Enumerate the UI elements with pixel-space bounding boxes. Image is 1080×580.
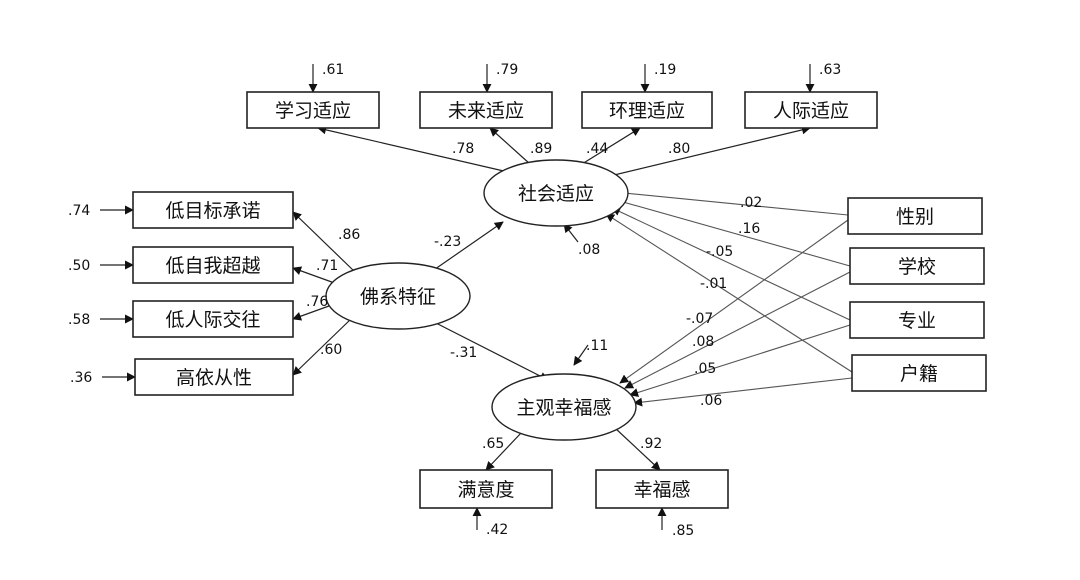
box-direnji xyxy=(132,300,294,338)
path-arrow-foxi-zhuguan xyxy=(429,319,549,381)
control-value-zhuanye-shehui: -.05 xyxy=(706,244,733,260)
label-foxi: 佛系特征 xyxy=(360,286,436,308)
error-value-gaoyi: .36 xyxy=(70,370,92,386)
loading-value-dimubiao: .86 xyxy=(338,227,360,243)
latent-variables xyxy=(325,159,637,441)
box-weilai xyxy=(419,91,553,129)
box-dimubiao xyxy=(132,191,294,229)
box-gaoyi xyxy=(134,358,294,396)
label-xuexiao: 学校 xyxy=(898,256,936,278)
label-direnji: 低人际交往 xyxy=(165,309,260,331)
ellipse-zhuguan xyxy=(491,373,637,441)
ellipse-foxi xyxy=(325,262,471,330)
loading-value-diziwo: .71 xyxy=(316,258,338,274)
loading-value-huanli: .44 xyxy=(586,141,608,157)
label-weilai: 未来适应 xyxy=(448,100,524,122)
loading-arrow-xingfu xyxy=(614,427,661,471)
control-value-zhuanye-zhuguan: .05 xyxy=(694,361,716,377)
control-value-huji-zhuguan: .06 xyxy=(700,393,722,409)
error-value-dimubiao: .74 xyxy=(68,203,90,219)
ellipse-shehui xyxy=(483,159,629,227)
control-arrow-xingbie-shehui xyxy=(613,188,849,216)
box-xingfu xyxy=(595,469,729,509)
error-value-direnji: .58 xyxy=(68,312,90,328)
label-shehui: 社会适应 xyxy=(518,183,594,205)
loading-arrow-renji xyxy=(609,125,811,177)
coefficient-labels: .61 .79 .19 .63 .78 .89 .44 .80 .74 .50 … xyxy=(68,62,841,539)
error-value-manyi: .42 xyxy=(486,522,508,538)
label-xingfu: 幸福感 xyxy=(633,479,690,501)
disturbance-arrow-shehui xyxy=(563,223,579,243)
control-arrow-xingbie-zhuguan xyxy=(619,219,849,384)
box-huanli xyxy=(581,91,713,129)
path-value-foxi-shehui: -.23 xyxy=(434,234,461,250)
path-lines xyxy=(100,64,853,530)
control-arrow-huji-shehui xyxy=(605,213,853,373)
error-value-shehui: .08 xyxy=(578,242,600,258)
loading-value-renji: .80 xyxy=(668,141,690,157)
error-value-huanli: .19 xyxy=(654,62,676,78)
control-arrow-zhuanye-zhuguan xyxy=(629,324,851,397)
label-xingbie: 性别 xyxy=(896,206,934,228)
loading-arrow-weilai xyxy=(489,127,531,165)
box-xuexi xyxy=(246,91,380,129)
error-value-renji: .63 xyxy=(819,62,841,78)
loading-value-xuexi: .78 xyxy=(452,141,474,157)
path-arrow-foxi-shehui xyxy=(427,221,504,275)
loading-arrow-huanli xyxy=(581,127,641,165)
loading-value-weilai: .89 xyxy=(530,141,552,157)
disturbance-arrow-zhuguan xyxy=(573,344,589,366)
label-xuexi: 学习适应 xyxy=(275,100,351,122)
error-value-diziwo: .50 xyxy=(68,258,90,274)
control-value-xuexiao-shehui: .16 xyxy=(738,221,760,237)
label-dimubiao: 低目标承诺 xyxy=(165,200,260,222)
loading-arrow-xuexi xyxy=(317,125,509,173)
error-value-xuexi: .61 xyxy=(322,62,344,78)
label-diziwo: 低自我超越 xyxy=(165,255,260,277)
box-xingbie xyxy=(847,197,983,235)
loading-value-xingfu: .92 xyxy=(640,436,662,452)
control-arrow-huji-zhuguan xyxy=(633,377,853,407)
observed-variables xyxy=(132,91,987,509)
control-value-xingbie-shehui: .02 xyxy=(740,195,762,211)
box-huji xyxy=(851,354,987,392)
label-huanli: 环理适应 xyxy=(609,100,685,122)
control-arrow-xuexiao-zhuguan xyxy=(624,271,851,389)
box-manyi xyxy=(419,469,553,509)
error-value-xingfu: .85 xyxy=(672,523,694,539)
loading-arrow-gaoyi xyxy=(292,317,353,376)
box-diziwo xyxy=(132,246,294,284)
control-value-xingbie-zhuguan: -.07 xyxy=(686,311,713,327)
error-value-zhuguan: .11 xyxy=(586,338,608,354)
box-zhuanye xyxy=(849,301,985,339)
label-huji: 户籍 xyxy=(900,363,938,385)
control-arrow-xuexiao-shehui xyxy=(615,197,851,267)
loading-value-direnji: .76 xyxy=(306,294,328,310)
box-xuexiao xyxy=(849,247,985,285)
path-value-foxi-zhuguan: -.31 xyxy=(450,345,477,361)
label-renji: 人际适应 xyxy=(773,100,849,122)
loading-value-gaoyi: .60 xyxy=(320,342,342,358)
variable-labels: 学习适应 未来适应 环理适应 人际适应 低目标承诺 低自我超越 低人际交往 高依… xyxy=(165,100,938,501)
box-renji xyxy=(744,91,878,129)
loading-value-manyi: .65 xyxy=(482,436,504,452)
error-value-weilai: .79 xyxy=(496,62,518,78)
label-zhuanye: 专业 xyxy=(898,310,936,332)
control-value-huji-shehui: -.01 xyxy=(700,276,727,292)
loading-arrow-manyi xyxy=(485,431,523,471)
control-arrow-zhuanye-shehui xyxy=(611,207,851,321)
label-manyi: 满意度 xyxy=(457,479,514,501)
loading-arrow-dimubiao xyxy=(292,211,356,273)
control-value-xuexiao-zhuguan: .08 xyxy=(692,334,714,350)
label-gaoyi: 高依从性 xyxy=(176,367,252,389)
label-zhuguan: 主观幸福感 xyxy=(516,397,611,419)
